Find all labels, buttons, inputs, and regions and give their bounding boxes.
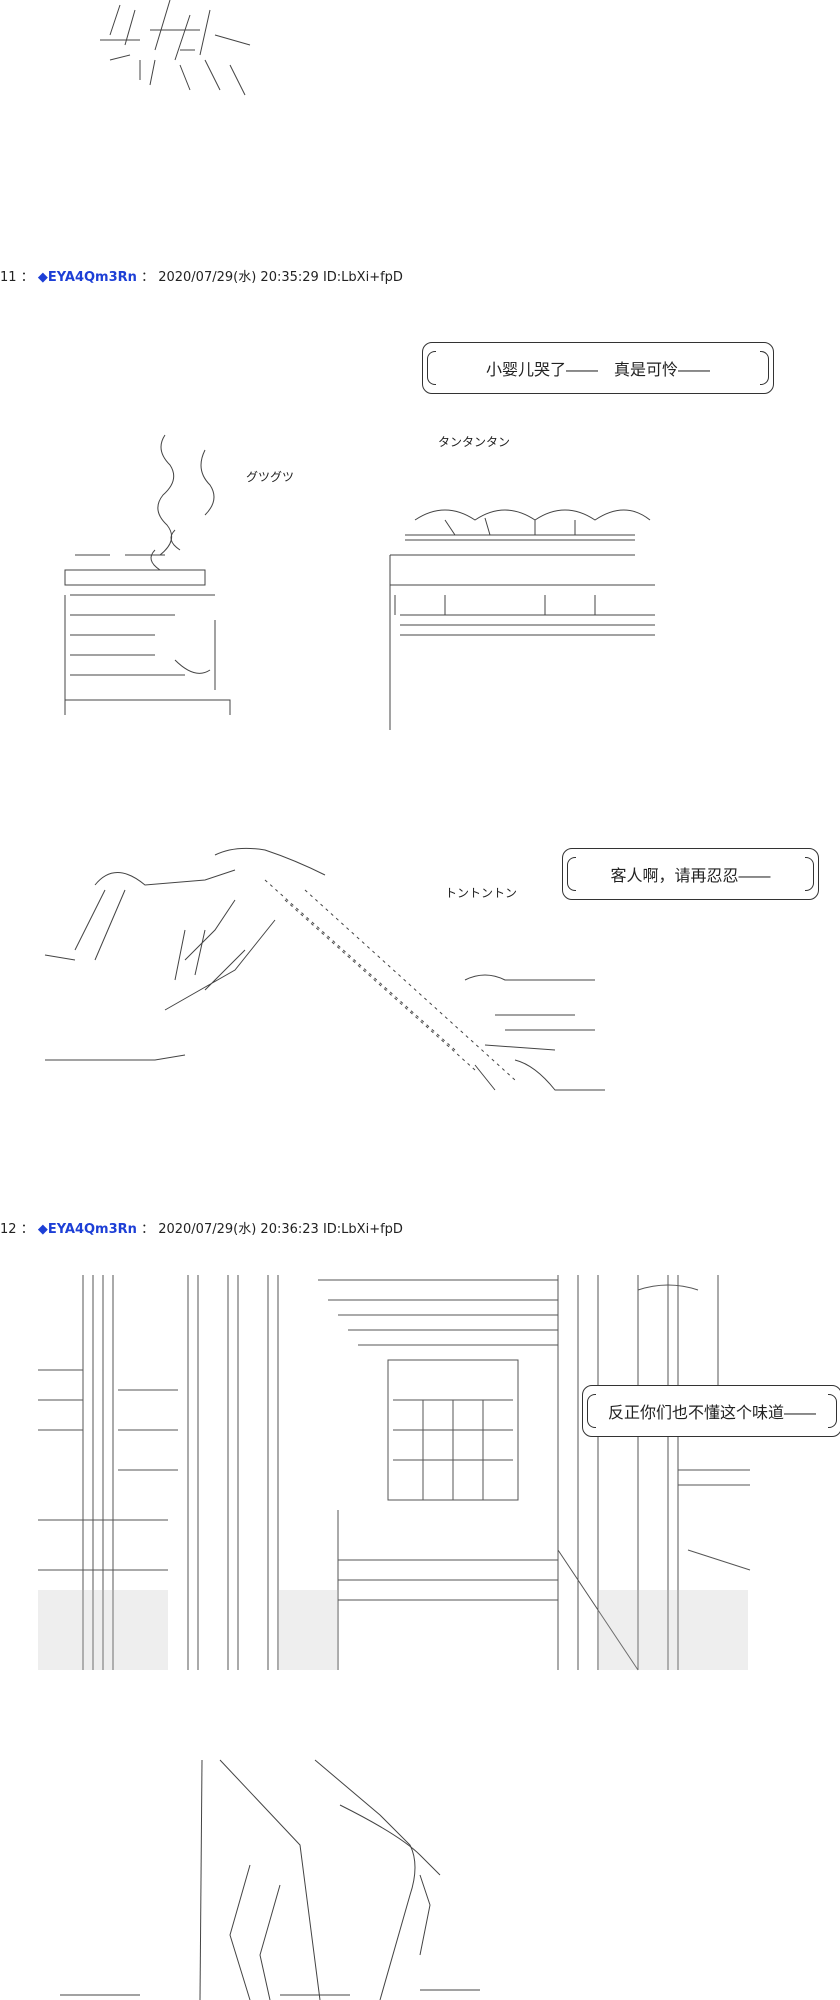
post-header-12: 12 ： ◆EYA4Qm3Rn ： 2020/07/29(水) 20:36:23… bbox=[0, 1222, 403, 1238]
post-separator: ： bbox=[20, 1222, 34, 1237]
poster-trip[interactable]: EYA4Qm3Rn bbox=[47, 270, 137, 285]
trip-diamond-icon: ◆ bbox=[37, 1222, 48, 1237]
legs-art bbox=[60, 1759, 480, 2000]
poster-trip[interactable]: EYA4Qm3Rn bbox=[47, 1222, 137, 1237]
shop-interior-art bbox=[38, 1275, 751, 1671]
post-separator: ： bbox=[20, 270, 34, 285]
speech-bubble-customer-wait: 客人啊，请再忍忍―― bbox=[562, 848, 819, 900]
sfx-tontonton: トントントン bbox=[445, 886, 518, 900]
post-id[interactable]: ID:LbXi+fpD bbox=[322, 270, 403, 285]
post-number: 11 bbox=[0, 270, 17, 285]
trip-diamond-icon: ◆ bbox=[37, 270, 48, 285]
post-header-11: 11 ： ◆EYA4Qm3Rn ： 2020/07/29(水) 20:35:29… bbox=[0, 270, 403, 286]
post-datetime: 2020/07/29(水) 20:36:23 bbox=[158, 1222, 319, 1237]
chopping-knife-art bbox=[44, 847, 605, 1091]
sfx-tantantan: タンタンタン bbox=[438, 435, 511, 449]
bubble-text: 反正你们也不懂这个味道―― bbox=[607, 1403, 816, 1422]
speech-bubble-dont-understand: 反正你们也不懂这个味道―― bbox=[582, 1385, 840, 1437]
kitchen-counter-art bbox=[389, 509, 655, 730]
bubble-text: 客人啊，请再忍忍―― bbox=[610, 866, 771, 885]
post-number: 12 bbox=[0, 1222, 17, 1237]
steaming-pot-art bbox=[64, 434, 231, 715]
name-suffix: ： bbox=[141, 270, 155, 285]
post-id[interactable]: ID:LbXi+fpD bbox=[322, 1222, 403, 1237]
post-datetime: 2020/07/29(水) 20:35:29 bbox=[158, 270, 319, 285]
speech-bubble-baby-crying: 小婴儿哭了―― 真是可怜―― bbox=[422, 342, 774, 394]
name-suffix: ： bbox=[141, 1222, 155, 1237]
sfx-gugugu: グツグツ bbox=[246, 470, 295, 484]
previous-post-art-fragment bbox=[100, 0, 251, 96]
bubble-text: 小婴儿哭了―― 真是可怜―― bbox=[485, 360, 710, 379]
